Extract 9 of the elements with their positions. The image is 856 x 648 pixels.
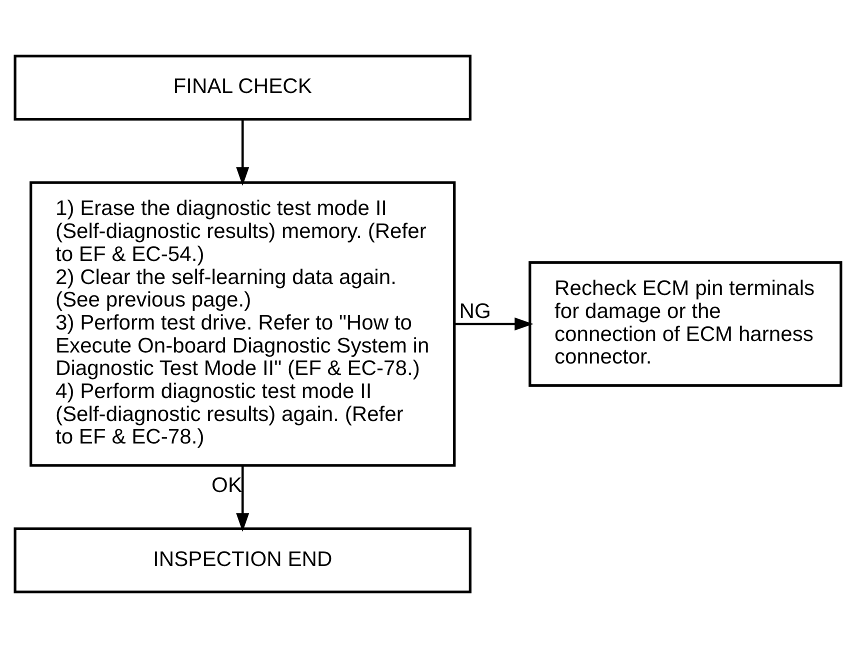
arrow <box>236 119 250 186</box>
node-box: INSPECTION END <box>14 527 472 594</box>
node-box: FINAL CHECK <box>14 54 472 121</box>
edge-label: NG <box>459 300 491 324</box>
arrow <box>236 466 250 532</box>
arrow <box>454 317 534 331</box>
node-box: Recheck ECM pin terminals for damage or the connection of ECM harness connector. <box>528 261 842 387</box>
node-box: 1) Erase the diagnostic test mode II (Self-diagnostic results) memory. (Refer to EF & EC-54.) 2) Clear the self-learning data again. (See previous page.) 3) Perform test drive. Refer to "How to Execute On-board Diagnostic System in Diagnostic Test Mode II" (EF & EC-78.) 4) Perform diagnostic test mode II (Self-diagnostic results) again. (Refer to EF & EC-78.) <box>30 181 456 467</box>
edge-label: OK <box>212 474 242 497</box>
